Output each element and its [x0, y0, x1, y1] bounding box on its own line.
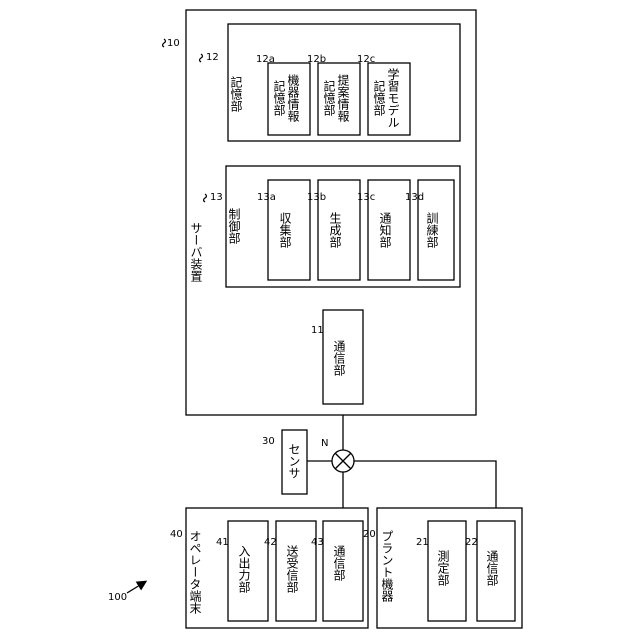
- plant-comm-ref: 22: [465, 537, 478, 548]
- plant-equipment-ref: 20: [363, 529, 376, 540]
- notification-unit-ref: 13c: [357, 192, 375, 203]
- learning-model-storage-ref: 12c: [357, 54, 375, 65]
- measurement-unit-ref: 21: [416, 537, 429, 548]
- plant-comm-label: 通信部: [485, 550, 499, 586]
- server-label: サーバ装置: [189, 222, 203, 282]
- server-ref-squiggle: [163, 39, 166, 47]
- learning-model-storage-line1: 学習モデル: [386, 67, 400, 128]
- training-unit-ref: 13d: [405, 192, 424, 203]
- training-unit-label: 訓練部: [425, 211, 439, 248]
- system-ref: 100: [108, 592, 127, 603]
- operator-comm-label: 通信部: [332, 545, 346, 581]
- network-ref: N: [321, 438, 328, 449]
- network-node: [332, 450, 354, 472]
- proposal-info-storage-line1: 提案情報: [336, 73, 350, 123]
- device-info-storage-line2: 記憶部: [272, 79, 286, 116]
- sensor-label: センサ: [287, 443, 301, 479]
- proposal-info-storage-line2: 記憶部: [322, 79, 336, 116]
- storage-ref: 12: [206, 52, 219, 63]
- transceiver-unit-label: 送受信部: [285, 544, 299, 593]
- generation-unit-ref: 13b: [307, 192, 326, 203]
- sensor-ref: 30: [262, 436, 275, 447]
- collection-unit-label: 収集部: [278, 212, 292, 248]
- io-unit-label: 入出力部: [237, 545, 251, 593]
- system-ref-arrow: [127, 582, 145, 593]
- proposal-info-storage-ref: 12b: [307, 54, 326, 65]
- collection-unit-ref: 13a: [257, 192, 276, 203]
- control-label: 制御部: [227, 208, 241, 244]
- server-comm-label: 通信部: [332, 340, 346, 376]
- learning-model-storage-line2: 記憶部: [372, 79, 386, 116]
- device-info-storage-ref: 12a: [256, 54, 275, 65]
- control-ref: 13: [210, 192, 223, 203]
- notification-unit-label: 通知部: [378, 212, 392, 248]
- plant-equipment-label: プラント機器: [380, 530, 394, 603]
- device-info-storage-line1: 機器情報: [286, 73, 300, 123]
- server-ref: 10: [167, 38, 180, 49]
- operator-comm-ref: 43: [311, 537, 324, 548]
- transceiver-unit-ref: 42: [264, 537, 277, 548]
- server-comm-ref: 11: [311, 325, 324, 336]
- io-unit-ref: 41: [216, 537, 229, 548]
- measurement-unit-label: 測定部: [436, 550, 450, 586]
- operator-terminal-label: オペレータ端末: [188, 530, 202, 614]
- generation-unit-label: 生成部: [328, 212, 342, 248]
- operator-terminal-ref: 40: [170, 529, 183, 540]
- storage-label: 記憶部: [229, 75, 243, 112]
